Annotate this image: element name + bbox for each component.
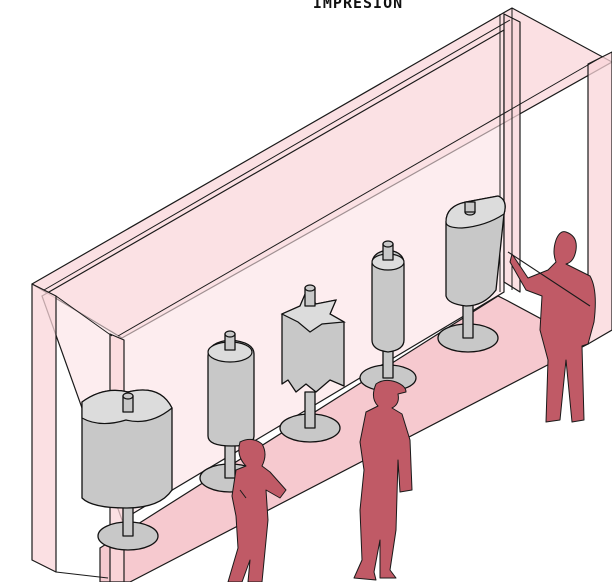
page-title: IMPRESIÓN bbox=[278, 0, 438, 12]
case-left-panel bbox=[32, 284, 56, 572]
